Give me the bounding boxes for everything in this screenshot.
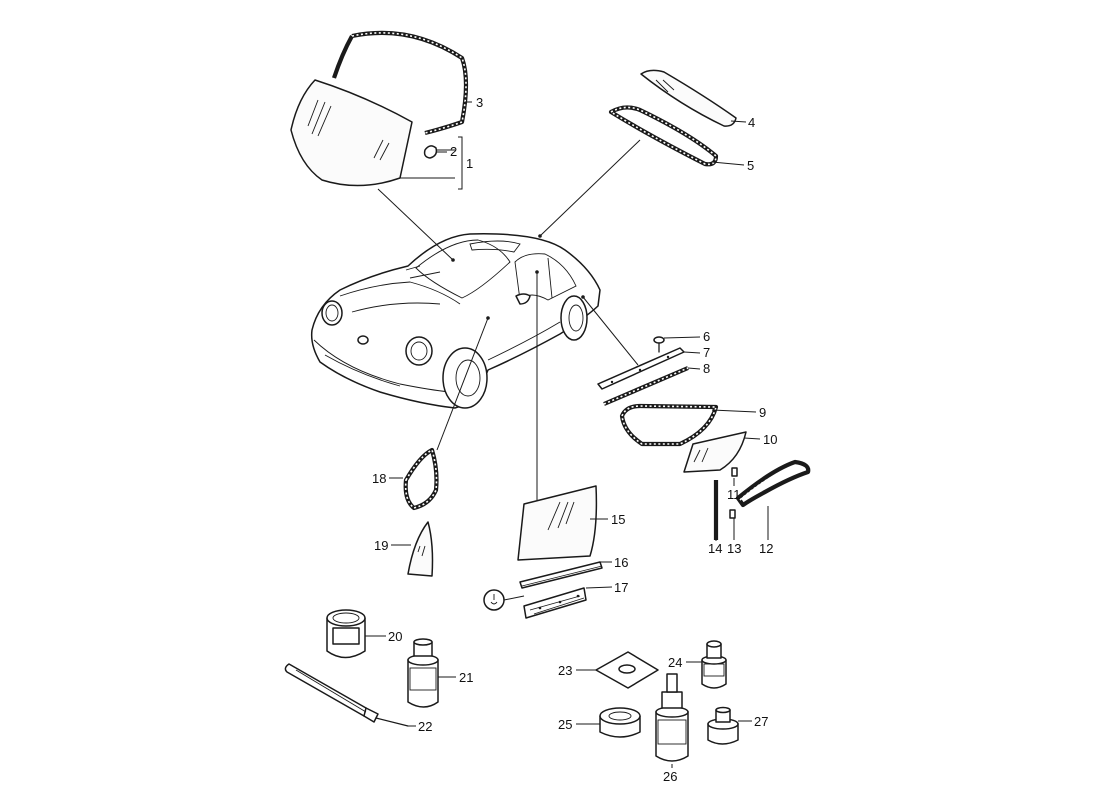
cleaning-pad[interactable] xyxy=(595,651,659,689)
window-strip-upper[interactable] xyxy=(597,347,685,390)
door-glass[interactable] xyxy=(517,485,598,561)
callout-16: 16 xyxy=(614,555,628,570)
leader-lines xyxy=(377,139,641,500)
quarter-window-seal[interactable] xyxy=(619,403,719,447)
callout-11: 11 xyxy=(727,487,741,502)
callout-2: 2 xyxy=(450,144,457,159)
callout-12: 12 xyxy=(759,541,773,556)
callout-13: 13 xyxy=(727,541,741,556)
quarter-seal-strip[interactable] xyxy=(735,459,811,508)
vent-window-seal[interactable] xyxy=(403,447,439,511)
window-strip-lower[interactable] xyxy=(603,366,689,406)
small-jar[interactable] xyxy=(707,706,739,745)
callout-25: 25 xyxy=(558,717,572,732)
callout-6: 6 xyxy=(703,329,710,344)
windscreen-seal[interactable] xyxy=(332,30,469,136)
clip-small-lower[interactable] xyxy=(729,509,736,519)
callout-21: 21 xyxy=(459,670,473,685)
callout-10: 10 xyxy=(763,432,777,447)
callout-3: 3 xyxy=(476,95,483,110)
fixing-detail xyxy=(483,589,525,611)
callout-numbers: 1 2 3 4 5 6 7 8 9 10 11 12 13 14 15 16 1… xyxy=(372,95,777,784)
callout-5: 5 xyxy=(747,158,754,173)
vent-window-glass[interactable] xyxy=(407,521,434,577)
callout-20: 20 xyxy=(388,629,402,644)
callout-17: 17 xyxy=(614,580,628,595)
callout-7: 7 xyxy=(703,345,710,360)
windscreen-glass[interactable] xyxy=(290,79,413,187)
callout-8: 8 xyxy=(703,361,710,376)
callout-9: 9 xyxy=(759,405,766,420)
screw[interactable] xyxy=(653,336,665,353)
callout-1: 1 xyxy=(466,156,473,171)
activator-bottle[interactable] xyxy=(701,640,727,689)
window-lifter-rail[interactable] xyxy=(523,587,587,619)
callout-22: 22 xyxy=(418,719,432,734)
callout-23: 23 xyxy=(558,663,572,678)
clip-small-upper[interactable] xyxy=(731,467,738,477)
callout-24: 24 xyxy=(668,655,682,670)
sealant-tin[interactable] xyxy=(326,609,366,659)
windscreen-clip[interactable] xyxy=(423,145,438,159)
callout-27: 27 xyxy=(754,714,768,729)
applicator-bottle[interactable] xyxy=(655,673,689,768)
callout-26: 26 xyxy=(663,769,677,784)
callout-4: 4 xyxy=(748,115,755,130)
adhesive-cartridge[interactable] xyxy=(284,663,409,727)
callout-leaders xyxy=(365,101,769,727)
rear-window-glass[interactable] xyxy=(640,69,737,127)
tape-roll[interactable] xyxy=(599,707,641,738)
callout-19: 19 xyxy=(374,538,388,553)
callout-18: 18 xyxy=(372,471,386,486)
callout-15: 15 xyxy=(611,512,625,527)
primer-bottle[interactable] xyxy=(407,638,439,708)
glass-channel[interactable] xyxy=(519,561,603,589)
rear-window-seal[interactable] xyxy=(608,105,719,167)
callout-14: 14 xyxy=(708,541,722,556)
car-illustration xyxy=(310,233,601,409)
quarter-window-glass[interactable] xyxy=(683,431,747,473)
